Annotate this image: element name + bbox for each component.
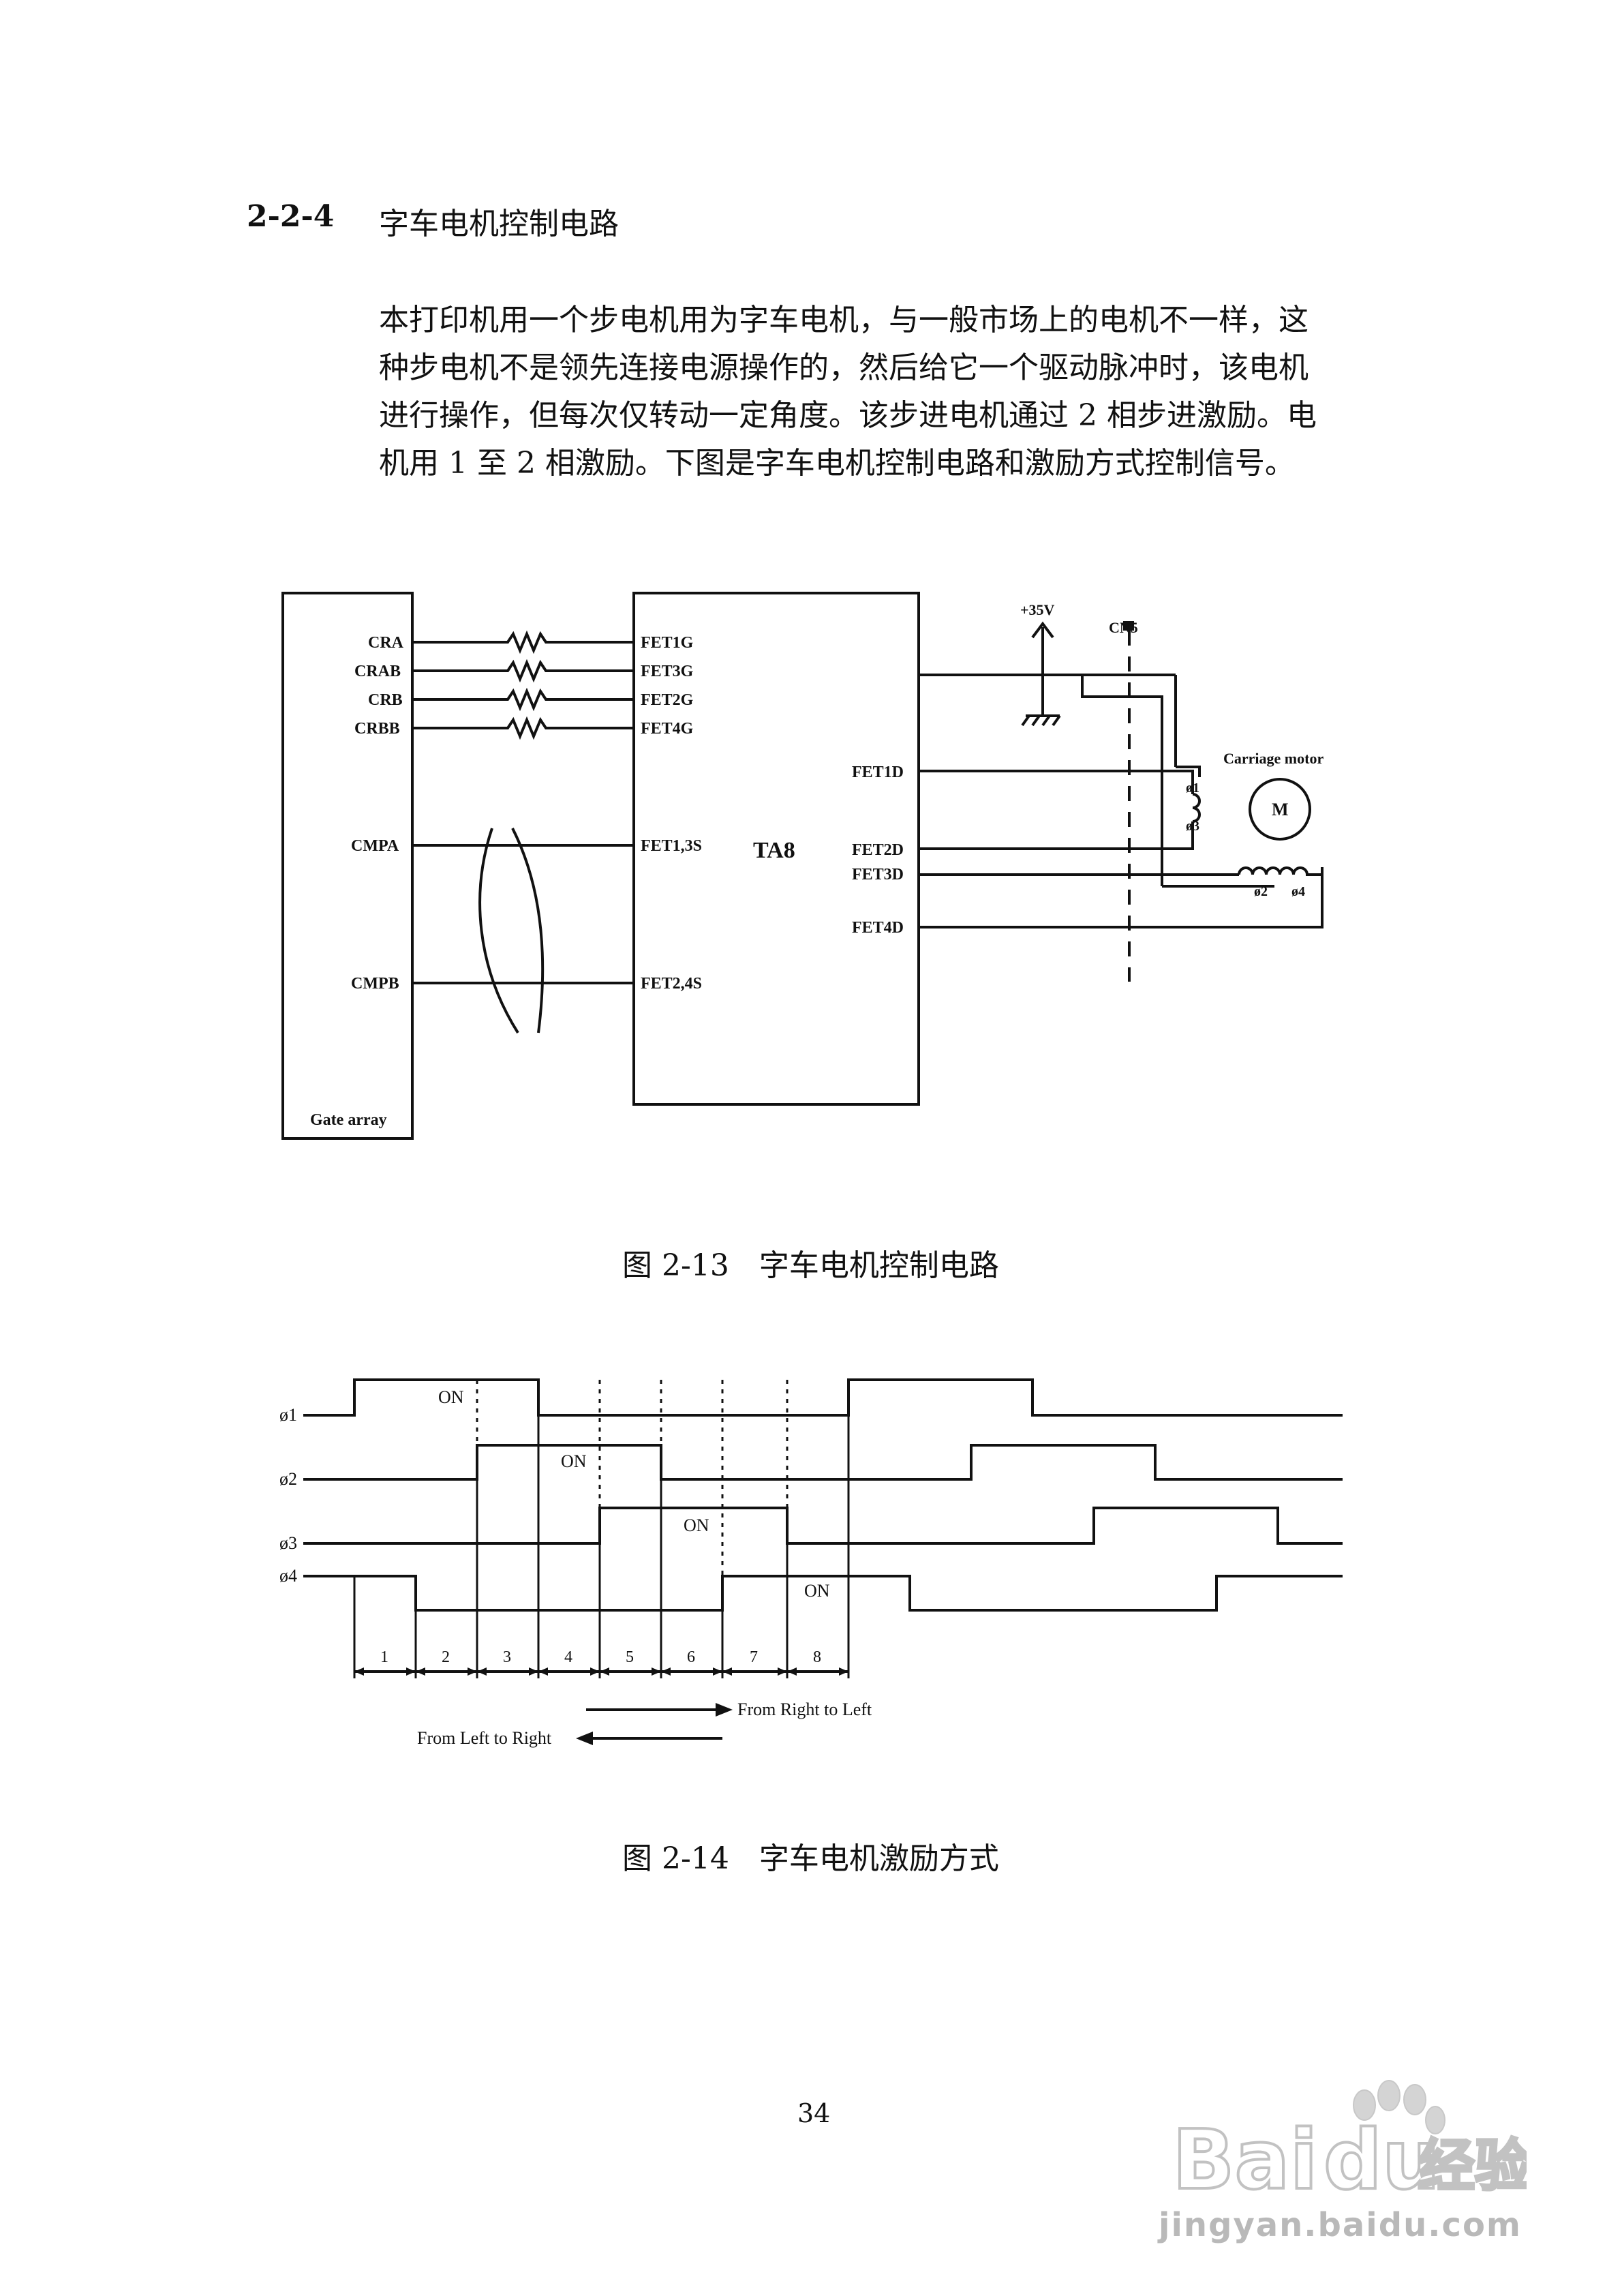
step-5: 5 (626, 1648, 634, 1666)
watermark-url: jingyan.baidu.com (1159, 2206, 1522, 2244)
svg-text:经验: 经验 (1419, 2134, 1527, 2199)
phase-label-4: ø4 (1291, 884, 1305, 899)
pin-cmpa: CMPA (351, 837, 399, 855)
input-fet3g: FET3G (641, 663, 694, 680)
input-fet24s: FET2,4S (641, 975, 702, 993)
on-label-1: ON (438, 1387, 464, 1407)
pin-crb: CRB (368, 691, 403, 709)
input-fet2g: FET2G (641, 691, 694, 709)
svg-text:du: du (1323, 2113, 1440, 2208)
ta8-label: TA8 (753, 838, 795, 863)
resistor-line-4 (412, 716, 634, 740)
pin-crbb: CRBB (354, 720, 400, 738)
break-mark-left (478, 828, 519, 1034)
supply-label: +35V (1020, 601, 1055, 618)
section-title: 字车电机控制电路 (379, 207, 619, 241)
resistor-line-2 (412, 659, 634, 683)
on-label-2: ON (561, 1451, 587, 1471)
output-fet1d: FET1D (852, 764, 904, 781)
step-8: 8 (813, 1648, 821, 1666)
connector-label: CN5 (1109, 619, 1138, 636)
resistor-line-3 (412, 687, 634, 712)
direction-right-to-left: From Right to Left (737, 1700, 872, 1719)
waveform-phase-2 (303, 1444, 1343, 1481)
pin-cmpb: CMPB (351, 975, 399, 993)
phase-row-label-4: ø4 (279, 1566, 297, 1586)
step-2: 2 (442, 1648, 450, 1666)
phase-label-2: ø2 (1254, 884, 1268, 899)
svg-text:Bai: Bai (1172, 2113, 1318, 2208)
waveform-phase-4 (303, 1575, 1343, 1612)
input-fet13s: FET1,3S (641, 837, 702, 855)
step-6: 6 (687, 1648, 695, 1666)
gate-array-block (281, 592, 414, 1140)
phase-row-label-2: ø2 (279, 1469, 297, 1489)
paragraph-line-2: 种步电机不是领先连接电源操作的，然后给它一个驱动脉冲时，该电机 (379, 350, 1309, 385)
input-fet4g: FET4G (641, 720, 694, 738)
direction-left-to-right: From Left to Right (417, 1728, 552, 1748)
phase-label-1: ø1 (1186, 781, 1199, 796)
waveform-phase-1 (303, 1378, 1343, 1417)
section-number: 2-2-4 (247, 199, 335, 234)
pin-crab: CRAB (354, 663, 401, 680)
motor-circle (1249, 778, 1311, 841)
figure-2-14-timing: ø1 ø2 ø3 ø4 ON ON ON ON 1 2 3 4 5 6 7 8 … (279, 1378, 1343, 1748)
motor-title: Carriage motor (1223, 750, 1323, 767)
motor-symbol: M (1272, 800, 1289, 819)
on-label-4: ON (804, 1581, 830, 1601)
paragraph-line-4: 机用 1 至 2 相激励。下图是字车电机控制电路和激励方式控制信号。 (379, 446, 1295, 481)
step-4: 4 (564, 1648, 572, 1666)
output-fet4d: FET4D (852, 919, 904, 937)
phase-row-label-3: ø3 (279, 1533, 297, 1553)
figure-2-13-circuit: CRA CRAB CRB CRBB CMPA CMPB Gate array F… (281, 592, 1323, 1140)
paragraph-line-1: 本打印机用一个步电机用为字车电机，与一般市场上的电机不一样，这 (379, 303, 1309, 337)
step-3: 3 (503, 1648, 511, 1666)
gate-array-label: Gate array (310, 1111, 387, 1129)
input-fet1g: FET1G (641, 634, 694, 652)
phase-row-label-1: ø1 (279, 1405, 297, 1425)
resistor-line-1 (412, 630, 634, 654)
pin-cra: CRA (368, 634, 404, 652)
figure-2-14-caption: 图 2-14 字车电机激励方式 (622, 1841, 999, 1876)
on-label-3: ON (684, 1515, 709, 1535)
break-mark-right (511, 828, 545, 1033)
output-fet3d: FET3D (852, 866, 904, 883)
output-fet2d: FET2D (852, 841, 904, 859)
figure-2-13-caption: 图 2-13 字车电机控制电路 (622, 1248, 999, 1283)
paragraph-line-3: 进行操作，但每次仅转动一定角度。该步进电机通过 2 相步进激励。电 (379, 398, 1317, 433)
phase-label-3: ø3 (1186, 819, 1199, 834)
page-number: 34 (797, 2098, 831, 2128)
step-7: 7 (750, 1648, 758, 1666)
waveform-phase-3 (303, 1507, 1343, 1545)
baidu-jingyan-logo: Bai du 经验 (1171, 2080, 1527, 2209)
step-1: 1 (380, 1648, 388, 1666)
